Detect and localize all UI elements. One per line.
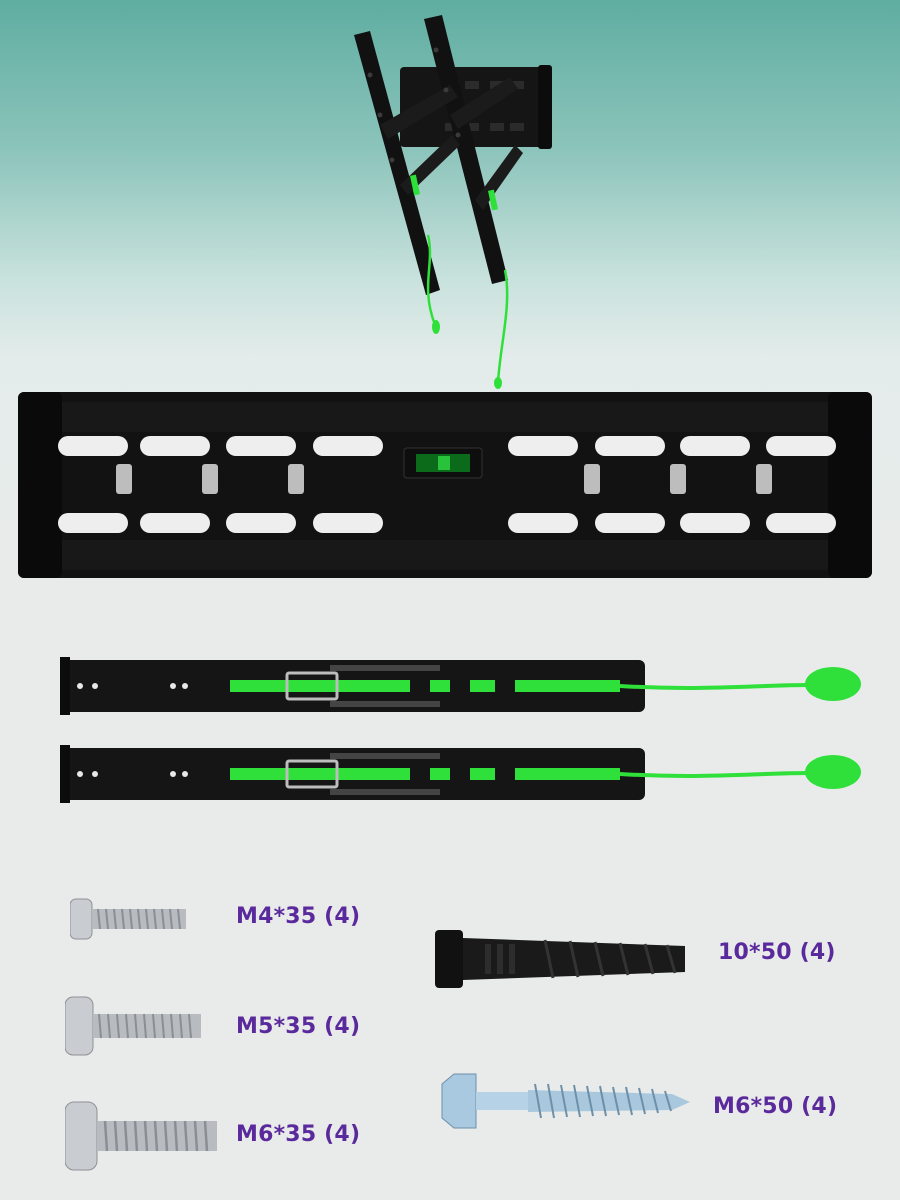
tv-bracket-arms	[55, 655, 865, 815]
wall-plug-icon	[435, 928, 695, 990]
assembled-tilt-mount	[340, 5, 570, 390]
screw-m5-icon	[65, 995, 205, 1057]
screw-m6-icon	[65, 1100, 220, 1172]
wall-plug-label: 10*50 (4)	[718, 940, 836, 965]
lag-bolt-label: M6*50 (4)	[713, 1094, 838, 1119]
screw-m5-label: M5*35 (4)	[236, 1014, 361, 1039]
lag-bolt-icon	[440, 1072, 695, 1132]
screw-m4-label: M4*35 (4)	[236, 904, 361, 929]
screw-m4-icon	[70, 895, 190, 943]
wall-plate	[18, 390, 872, 580]
screw-m6-label: M6*35 (4)	[236, 1122, 361, 1147]
